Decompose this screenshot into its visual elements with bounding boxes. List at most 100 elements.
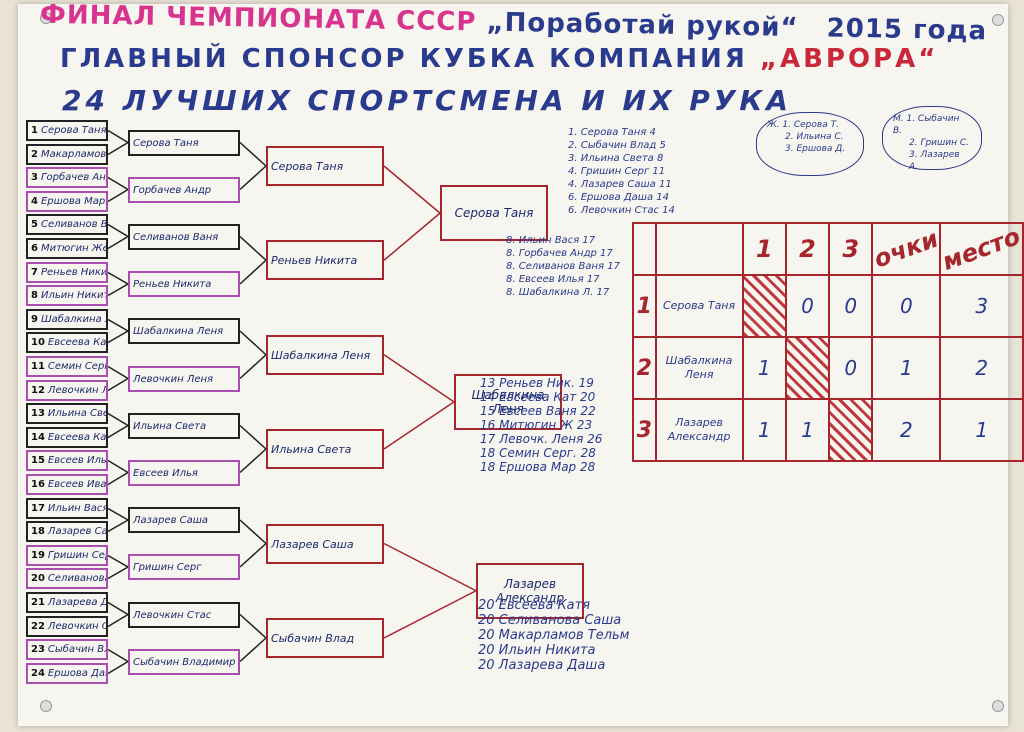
player-name: Лазарев Саша [133, 514, 209, 526]
standing-line: 15 Евсеев Ваня 22 [480, 404, 596, 418]
legend-line: 3. Ершова Д. [785, 144, 846, 154]
player-name: Лазарева Дарья [47, 597, 108, 608]
table-row: 1 Серова Таня 0 0 0 3 [632, 274, 1024, 338]
player-name: Шабалкина Леня [271, 348, 371, 362]
seed-number: 4 [31, 196, 38, 207]
bracket-connector [239, 424, 267, 450]
seed-number: 20 [31, 573, 45, 584]
bracket-connector [107, 188, 129, 203]
seed-number: 21 [31, 597, 45, 608]
round3-entry: Шабалкина Леня [266, 335, 384, 375]
seed-number: 22 [31, 621, 45, 632]
bracket-connector [107, 471, 129, 486]
player-name: Серова Таня [454, 206, 534, 220]
row-index: 3 [632, 398, 657, 462]
round2-entry: Гришин Серг [128, 554, 240, 580]
standing-line: 6. Левочкин Стас 14 [568, 205, 675, 216]
bracket-connector [107, 613, 129, 628]
table-row: 2 Шабалкина Леня 1 0 1 2 [632, 336, 1024, 400]
legend-line: 3. Лазарев А. [909, 150, 960, 172]
player-name: Ершова Даша [47, 668, 106, 679]
table-header-row: 1 2 3 очки место [632, 222, 1024, 276]
player-name: Левочкин Стас [133, 609, 212, 621]
player-name: Ильин Никита [40, 290, 106, 301]
header-place: место [939, 222, 1024, 276]
seed-number: 7 [31, 267, 38, 278]
header-points-label: очки [870, 224, 943, 274]
seed-number: 5 [31, 219, 38, 230]
bracket-connector [383, 542, 477, 592]
round4-finalist: Шабалкина Леня [454, 374, 562, 430]
standing-line: 4. Лазарев Саша 11 [568, 179, 672, 190]
player-name: Реньев Никита [271, 253, 358, 267]
standing-line: 13 Реньев Ник. 19 [480, 376, 594, 390]
player-name: Евсеева Кат [47, 432, 108, 443]
seed-number: 23 [31, 644, 45, 655]
round3-entry: Реньев Никита [266, 240, 384, 280]
cell: 1 [784, 398, 831, 462]
player-name: Шабалкина Леня [40, 314, 106, 325]
player-name: Лазарев Саша [271, 537, 354, 551]
bracket-connector [383, 590, 477, 639]
table-corner-name [654, 222, 744, 276]
round2-entry: Левочкин Леня [128, 366, 240, 392]
player-name: Сыбачин Влад [271, 631, 355, 645]
row-name: Серова Таня [654, 274, 744, 338]
seed-number: 1 [31, 125, 38, 136]
bracket-connector [107, 318, 129, 332]
bracket-connector [107, 129, 129, 144]
seed-number: 24 [31, 668, 45, 679]
player-name: Митюгин Жен [40, 243, 108, 254]
standing-line: 8. Селиванов Ваня 17 [506, 261, 620, 272]
bracket-connector [107, 566, 129, 580]
round2-entry: Евсеев Илья [128, 460, 240, 486]
player-name: Сыбачин Владимир [47, 644, 106, 655]
cell: 0 [784, 274, 831, 338]
standings-top: 1. Серова Таня 4 2. Сыбачин Влад 5 3. Ил… [568, 126, 675, 217]
standing-line: 16 Митюгин Ж 23 [480, 418, 593, 432]
bracket-connector [239, 637, 267, 663]
bracket-connector [107, 507, 129, 521]
bracket-connector [239, 354, 267, 380]
bracket-connector [239, 259, 267, 285]
bracket-connector [107, 601, 129, 616]
round3-entry: Сыбачин Влад [266, 618, 384, 658]
row-name: Лазарев Александр [654, 398, 744, 462]
seed-number: 14 [31, 432, 45, 443]
standing-line: 8. Горбачев Андр 17 [506, 248, 613, 259]
standings-middle: 8. Ильин Вася 17 8. Горбачев Андр 17 8. … [506, 234, 620, 299]
title-sponsor-name: „АВРОРА“ [759, 44, 939, 74]
standing-line: 20 Лазарева Даша [478, 658, 606, 673]
bracket-connector [239, 165, 267, 191]
final-round-table: 1 2 3 очки место 1 Серова Таня 0 0 0 3 2… [632, 222, 1024, 462]
bracket-connector [107, 365, 129, 380]
seed-number: 2 [31, 149, 38, 160]
seed-number: 15 [31, 455, 45, 466]
player-name: Шабалкина Леня [471, 388, 545, 416]
bracket-connector [239, 542, 267, 568]
standing-line: 8. Шабалкина Л. 17 [506, 287, 610, 298]
player-name: Левочкин Леня [133, 373, 214, 385]
standing-line: 17 Левочк. Леня 26 [480, 432, 603, 446]
header-2: 2 [784, 222, 831, 276]
player-name: Евсеева Катя [47, 337, 107, 348]
bracket-connector [107, 271, 129, 285]
bracket-connector [383, 354, 455, 403]
player-name: Евсеев Илья [133, 467, 198, 479]
standing-line: 4. Гришин Серг 11 [568, 166, 666, 177]
round2-entry: Сыбачин Владимир [128, 649, 240, 675]
legend-line: М. 1. Сыбачин В. [893, 114, 960, 136]
legend-line: 2. Ильина С. [785, 132, 844, 142]
player-name: Евсеев Илья [47, 455, 108, 466]
standing-line: 8. Ильин Вася 17 [506, 235, 596, 246]
bracket-connector [239, 235, 267, 261]
